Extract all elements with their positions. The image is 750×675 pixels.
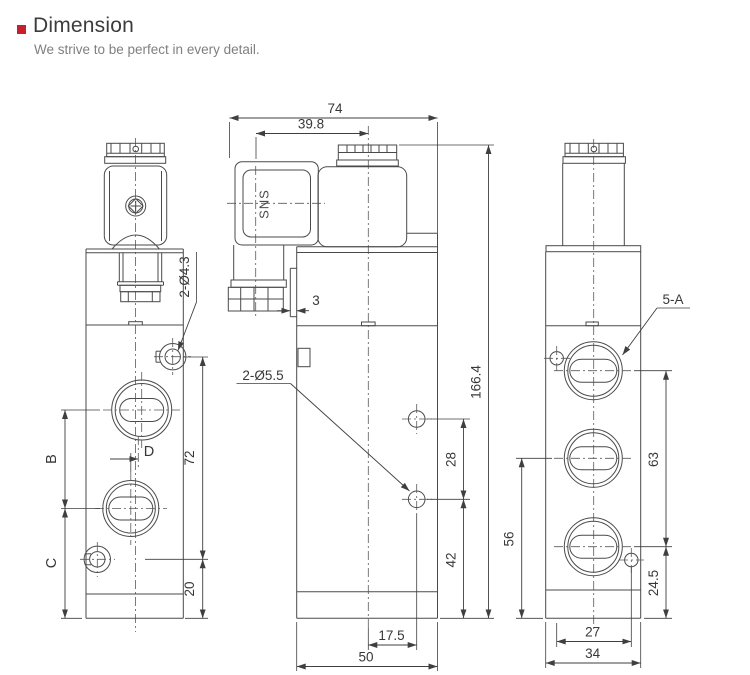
dim-3-label: 3 <box>312 293 320 308</box>
dim-166-4-label: 166.4 <box>469 365 484 399</box>
dim-D-label: D <box>144 444 154 460</box>
dim-20-label: 20 <box>182 581 197 596</box>
note-2xd4-3-label: 2-Ø4.3 <box>177 256 192 297</box>
dim-28-label: 28 <box>444 452 459 467</box>
left-view-drawing: B C D 72 20 2-Ø4.3 <box>44 138 208 632</box>
dim-C-label: C <box>44 558 60 568</box>
dim-17-5-label: 17.5 <box>378 628 404 643</box>
dim-72-label: 72 <box>182 450 197 465</box>
dim-63-label: 63 <box>646 452 661 467</box>
dim-24-5-label: 24.5 <box>646 570 661 596</box>
section-subtitle: We strive to be perfect in every detail. <box>34 42 260 57</box>
dim-50-label: 50 <box>358 650 373 665</box>
dim-56-label: 56 <box>502 531 517 546</box>
note-2xd5-5-label: 2-Ø5.5 <box>242 368 283 383</box>
dim-74-label: 74 <box>327 101 343 116</box>
dim-42-label: 42 <box>444 552 459 567</box>
note-5-A-label: 5-A <box>662 292 683 307</box>
dim-27-label: 27 <box>585 625 600 640</box>
dim-34-label: 34 <box>585 646 601 661</box>
dim-39-8-label: 39.8 <box>298 117 324 132</box>
brand-label: SNS <box>257 189 272 219</box>
front-view-drawing: SNS 74 39.8 <box>227 101 494 671</box>
red-square-bullet-icon <box>17 25 26 34</box>
right-view-drawing: 5-A 63 24.5 56 27 34 <box>502 139 690 668</box>
section-title: Dimension <box>33 14 135 37</box>
dim-B-label: B <box>44 454 60 464</box>
